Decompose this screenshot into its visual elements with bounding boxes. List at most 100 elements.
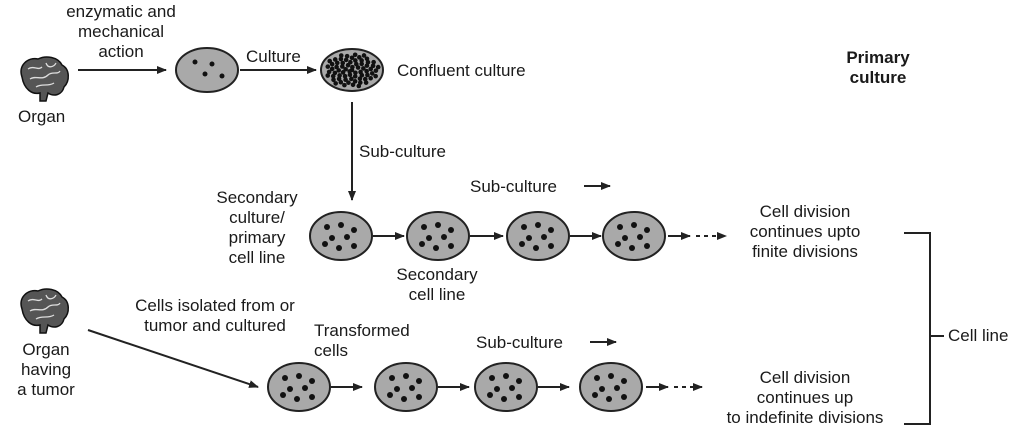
secondary-dish-1 [309,211,373,261]
transformed-dish-2 [374,362,438,412]
cell-dot [533,245,539,251]
cell-dot [435,222,441,228]
cell-dot [373,73,378,79]
cell-dot [421,224,427,230]
cell-dot [487,392,493,398]
cell-dot [342,82,347,88]
cell-dot [296,373,302,379]
cell-dot [340,70,346,75]
cell-dot [373,68,379,73]
cell-dot [336,68,342,73]
cell-dot [332,57,338,62]
cell-dot [309,378,315,384]
cell-line-bracket [904,232,944,425]
cell-dot [338,56,344,62]
cell-dot [359,61,364,67]
cell-dot [351,243,357,249]
cell-dot [338,53,344,58]
cell-dot [338,222,344,228]
confluent-dish [320,48,384,92]
cell-dot [352,52,358,58]
cell-dot [426,235,432,241]
cell-dot [346,80,351,85]
cell-dot [644,243,650,249]
cell-dot [343,66,348,72]
cell-dot [324,224,330,230]
cell-dot [594,375,600,381]
cell-dot [329,235,335,241]
cell-dot [343,57,349,63]
cell-dot [509,385,515,391]
cell-dot [368,75,373,81]
cell-dot [608,373,614,379]
cell-dot [359,72,365,78]
cell-dot [340,64,345,69]
cell-dot [359,58,364,63]
cell-dot [357,55,362,60]
cell-dot [644,227,650,233]
cell-dot [521,224,527,230]
cell-dot [347,72,353,78]
cell-dot [548,227,554,233]
cell-dot [448,243,454,249]
organ-label: Organ [18,107,66,126]
cell-dot [322,241,328,247]
cell-dot [606,396,612,402]
cell-dot [309,394,315,400]
cell-dot [340,60,346,66]
transformed-dish-3 [474,362,538,412]
transformed-dish-1 [267,362,331,412]
cell-dot [365,59,371,65]
cell-dot [330,73,336,79]
cell-dot [368,66,374,72]
cell-dot [354,61,359,67]
cell-dot [302,385,308,391]
cell-dot [516,394,522,400]
cell-dot [535,222,541,228]
cell-dot [362,76,368,82]
cell-dot [519,241,525,247]
cell-dot [419,241,425,247]
cell-dot [336,245,342,251]
cell-dot [637,234,643,240]
cell-line-label: Cell line [948,326,1009,345]
cell-dot [592,392,598,398]
cell-dot [352,74,358,79]
cell-dot [353,70,358,76]
cell-dot [503,373,509,379]
cell-dot [363,80,369,85]
cell-dot [342,73,348,79]
cell-dot [387,392,393,398]
cell-dot [349,76,354,82]
cell-dot [287,386,293,392]
cell-dot [394,386,400,392]
cell-dot [364,68,369,74]
cell-dot [548,243,554,249]
cell-dot [326,69,332,75]
cell-dot [356,83,362,89]
cell-dot [369,71,375,76]
cell-dot [344,234,350,240]
cell-dot [329,66,335,72]
cell-dot [621,378,627,384]
cell-dot [282,375,288,381]
secondary-dish-4 [602,211,666,261]
cell-dot [338,79,344,85]
arrow-tumor-to-dish [87,329,259,388]
cell-dot [280,392,286,398]
cell-dot [344,53,350,59]
cell-dot [294,396,300,402]
cell-dot [370,63,376,69]
cell-dot [448,227,454,233]
cell-dot [401,396,407,402]
cell-dot [494,386,500,392]
